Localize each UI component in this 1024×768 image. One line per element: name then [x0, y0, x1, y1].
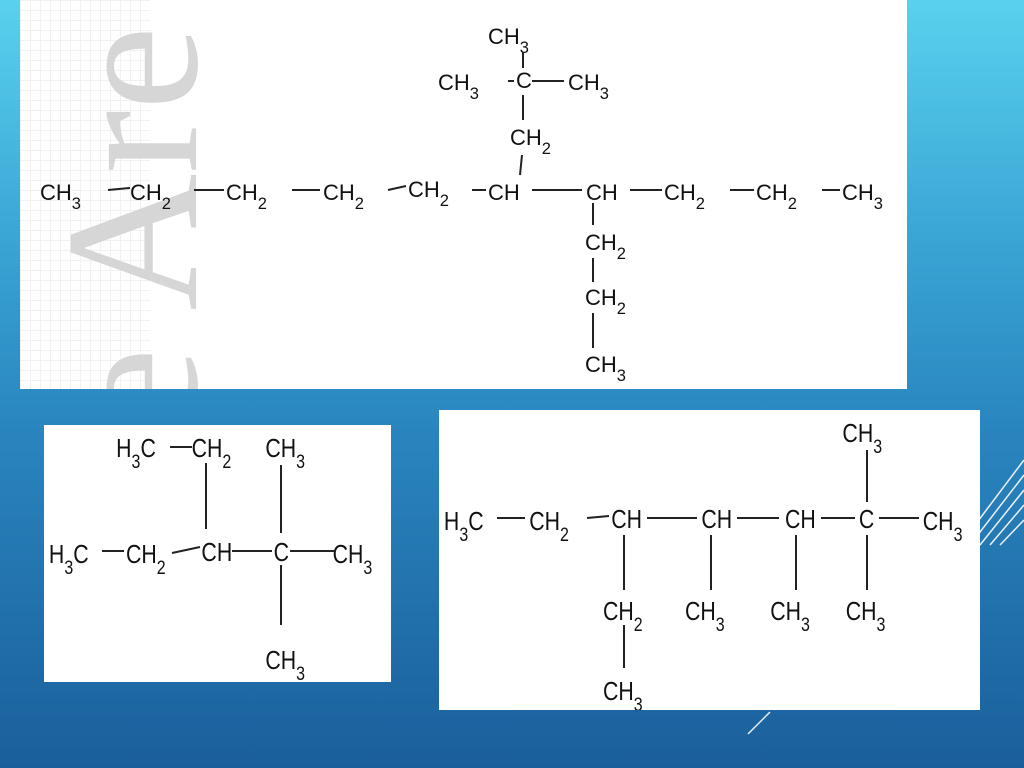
s1-branch-atom: CH2 — [585, 230, 626, 263]
s1-main-atom: CH2 — [226, 180, 267, 213]
s2-atom: H3C — [49, 540, 89, 578]
s3-atom: CH — [611, 505, 642, 535]
s3-atom: CH3 — [603, 677, 643, 710]
s3-atom: CH — [785, 505, 816, 535]
s3-atom: CH2 — [603, 597, 643, 635]
s2-atom: H3C — [116, 434, 156, 472]
s1-main-atom: CH2 — [408, 177, 449, 210]
s1-main-atom: CH3 — [40, 180, 81, 213]
s3-atom: CH3 — [846, 597, 886, 635]
s2-atom: CH3 — [265, 646, 305, 682]
structure-3-diagram: CH3 H3C CH2 CH CH CH C CH3 CH2 CH3 CH3 C… — [444, 419, 963, 710]
s2-atom: CH3 — [333, 540, 373, 578]
s2-atom: CH2 — [126, 540, 166, 578]
structure-panel-2: H3C CH2 CH3 H3C CH2 CH C CH3 CH3 — [44, 425, 391, 682]
s3-atom: CH3 — [770, 597, 810, 635]
s1-main-atom: CH2 — [130, 180, 171, 213]
s1-main-atom: CH2 — [323, 180, 364, 213]
s3-atom: CH2 — [529, 507, 569, 545]
structure-panel-1: e Are CH3 CH2 CH2 CH2 CH2 CH CH CH2 CH2 … — [20, 0, 907, 389]
s1-main-atom: CH — [586, 180, 618, 205]
s1-branch-atom: CH3 — [488, 24, 529, 57]
s3-atom: C — [859, 505, 874, 535]
s3-atom: CH — [701, 505, 732, 535]
s1-main-atom: CH — [488, 180, 520, 205]
s1-main-atom: CH2 — [664, 180, 705, 213]
s1-main-atom: CH3 — [842, 180, 883, 213]
s1-branch-atom: CH3 — [568, 70, 609, 103]
s1-branch-atom: CH2 — [510, 125, 551, 158]
structure-panel-3: CH3 H3C CH2 CH CH CH C CH3 CH2 CH3 CH3 C… — [439, 410, 980, 710]
s1-main-atom: CH2 — [756, 180, 797, 213]
s3-atom: CH3 — [842, 419, 882, 457]
structure-1-diagram: CH3 CH2 CH2 CH2 CH2 CH CH CH2 CH2 CH3 CH… — [40, 24, 883, 385]
s3-atom: CH3 — [923, 507, 963, 545]
s1-branch-atom: C — [516, 68, 532, 93]
s2-atom: C — [274, 538, 289, 568]
s3-atom: CH3 — [685, 597, 725, 635]
s2-atom: CH — [201, 538, 232, 568]
s2-atom: CH3 — [265, 434, 305, 472]
s3-atom: H3C — [444, 507, 484, 545]
structure-2-diagram: H3C CH2 CH3 H3C CH2 CH C CH3 CH3 — [49, 434, 373, 682]
s1-branch-atom: CH2 — [585, 285, 626, 318]
s2-atom: CH2 — [192, 434, 232, 472]
s1-branch-atom: CH3 — [585, 352, 626, 385]
s1-branch-atom: CH3 — [438, 70, 479, 103]
watermark-grid — [20, 0, 150, 389]
